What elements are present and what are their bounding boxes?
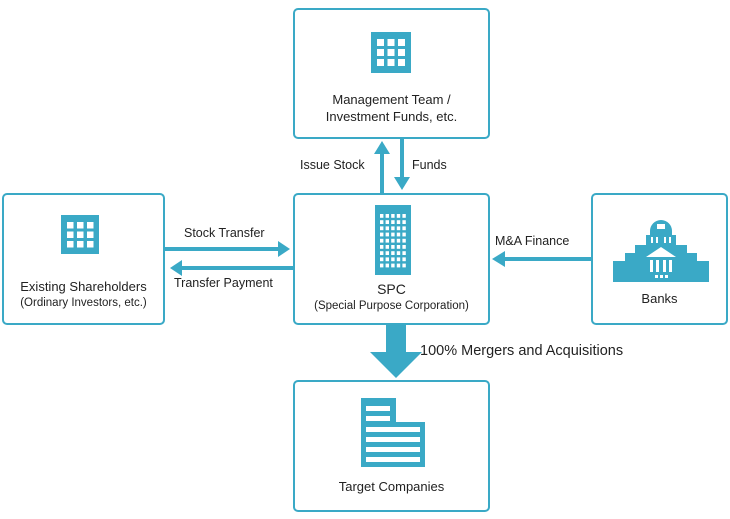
existing-shareholders-sublabel: (Ordinary Investors, etc.) (20, 297, 147, 309)
target-companies-label: Target Companies (338, 479, 445, 494)
building-window (391, 263, 395, 268)
transfer-payment-arrow (170, 260, 293, 276)
building-window (380, 238, 384, 243)
spc-sublabel: (Special Purpose Corporation) (314, 300, 469, 312)
mergers-arrow (370, 324, 422, 378)
existing-shareholders-label: Existing Shareholders (20, 279, 147, 294)
funds-arrow (394, 138, 410, 190)
building-window (380, 257, 384, 262)
building-window (396, 238, 401, 243)
building-window (402, 232, 406, 237)
building-window (380, 245, 384, 249)
issue-stock-arrow (374, 141, 390, 193)
building-window (402, 238, 406, 243)
building-window (391, 232, 395, 237)
ma-finance-arrow (492, 251, 591, 267)
building-window (391, 251, 395, 255)
building-window (385, 238, 389, 243)
building-window (385, 263, 389, 268)
building-window (385, 232, 389, 237)
bank-icon (613, 220, 709, 282)
funds-label: Funds (412, 158, 447, 172)
building-window (380, 263, 384, 268)
management-team-label: Management Team / (332, 92, 451, 107)
building-window (396, 263, 401, 268)
building-window (391, 220, 395, 224)
office-building-icon (371, 32, 411, 73)
building-window (380, 232, 384, 237)
building-window (396, 220, 401, 224)
transfer-payment-label: Transfer Payment (174, 276, 273, 290)
building-window (402, 220, 406, 224)
building-window (402, 226, 406, 231)
building-window (402, 245, 406, 249)
tall-building-icon (375, 205, 411, 275)
building-window (396, 257, 401, 262)
building-window (402, 251, 406, 255)
building-window (391, 214, 395, 218)
target-companies-node: Target Companies (293, 380, 490, 512)
building-window (391, 238, 395, 243)
spc-node: SPC (Special Purpose Corporation) (293, 193, 490, 325)
management-team-node: Management Team / Investment Funds, etc. (293, 8, 490, 139)
building-window (402, 263, 406, 268)
stock-transfer-arrow (164, 241, 290, 257)
banks-label: Banks (641, 291, 678, 306)
building-window (396, 251, 401, 255)
building-window (385, 251, 389, 255)
building-window (380, 251, 384, 255)
spc-label: SPC (377, 281, 406, 297)
building-window (391, 226, 395, 231)
building-window (391, 257, 395, 262)
mergers-label: 100% Mergers and Acquisitions (420, 343, 624, 359)
building-window (380, 214, 384, 218)
office-building-icon (61, 215, 99, 254)
building-window (385, 220, 389, 224)
building-window (385, 226, 389, 231)
building-window (396, 214, 401, 218)
banks-node: Banks (591, 193, 728, 325)
issue-stock-label: Issue Stock (300, 158, 365, 172)
stock-transfer-label: Stock Transfer (184, 226, 265, 240)
building-window (385, 257, 389, 262)
building-window (385, 245, 389, 249)
building-window (391, 245, 395, 249)
building-window (402, 214, 406, 218)
building-window (380, 226, 384, 231)
building-window (402, 257, 406, 262)
company-building-icon (361, 398, 425, 467)
ma-finance-label: M&A Finance (495, 234, 570, 248)
management-team-sublabel: Investment Funds, etc. (325, 109, 458, 124)
building-window (396, 245, 401, 249)
building-window (380, 220, 384, 224)
existing-shareholders-node: Existing Shareholders (Ordinary Investor… (2, 193, 165, 325)
building-window (385, 214, 389, 218)
building-window (396, 232, 401, 237)
building-window (396, 226, 401, 231)
